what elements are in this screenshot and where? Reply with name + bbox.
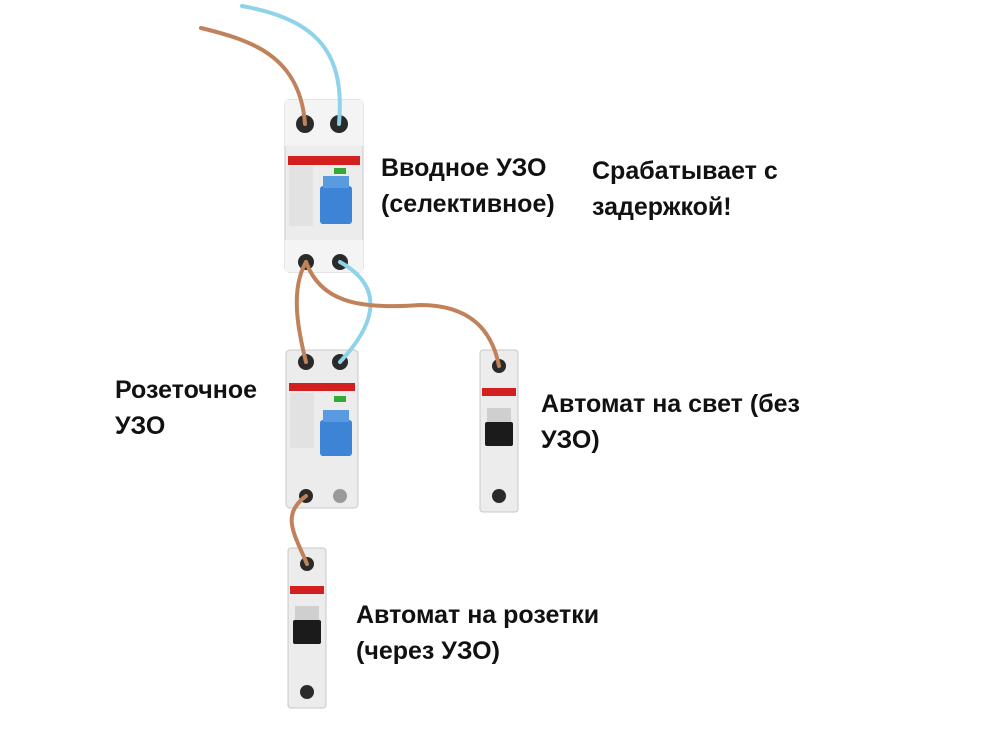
socket-rcd-brand-band [289, 383, 355, 391]
main-rcd-label-line-2: (селективное) [381, 190, 555, 218]
main-rcd-brand-band [288, 156, 360, 165]
phase-wire-to-light-breaker [304, 260, 501, 368]
socket-breaker-brand-band [290, 586, 324, 594]
main-rcd-toggle [320, 186, 352, 224]
light-breaker-label-line-2: УЗО) [541, 426, 600, 454]
light-breaker-toggle [485, 422, 513, 446]
socket-rcd-bottom-terminal-right [333, 489, 347, 503]
light-breaker [479, 349, 519, 513]
phase-wire-input [199, 26, 307, 126]
socket-breaker-label: Автомат на розетки (через УЗО) [356, 597, 599, 669]
main-rcd [284, 99, 364, 273]
neutral-wire-rcd-to-rcd [338, 260, 373, 364]
main-rcd-label-line-1: Вводное УЗО [381, 154, 547, 182]
light-breaker-label-line-1: Автомат на свет (без [541, 390, 800, 418]
light-breaker-bottom-terminal [492, 489, 506, 503]
delay-note-label: Срабатывает с задержкой! [592, 153, 778, 225]
light-breaker-label: Автомат на свет (без УЗО) [541, 386, 800, 458]
light-breaker-brand-band [482, 388, 516, 396]
socket-breaker [287, 547, 327, 709]
delay-note-line-1: Срабатывает с [592, 157, 778, 185]
socket-breaker-bottom-terminal [300, 685, 314, 699]
socket-rcd-label-line-2: УЗО [115, 412, 166, 440]
socket-breaker-toggle [293, 620, 321, 644]
socket-breaker-label-line-2: (через УЗО) [356, 637, 500, 665]
phase-wire-to-socket-breaker [289, 494, 309, 566]
socket-breaker-label-line-1: Автомат на розетки [356, 601, 600, 629]
neutral-wire-input [240, 4, 342, 126]
socket-rcd [285, 349, 359, 509]
socket-rcd-toggle [320, 420, 352, 456]
socket-rcd-label: Розеточное УЗО [115, 372, 257, 444]
main-rcd-label: Вводное УЗО (селективное) [381, 150, 555, 222]
phase-wire-rcd-to-rcd [294, 260, 308, 364]
delay-note-line-2: задержкой! [592, 193, 732, 221]
socket-rcd-label-line-1: Розеточное [115, 376, 258, 404]
